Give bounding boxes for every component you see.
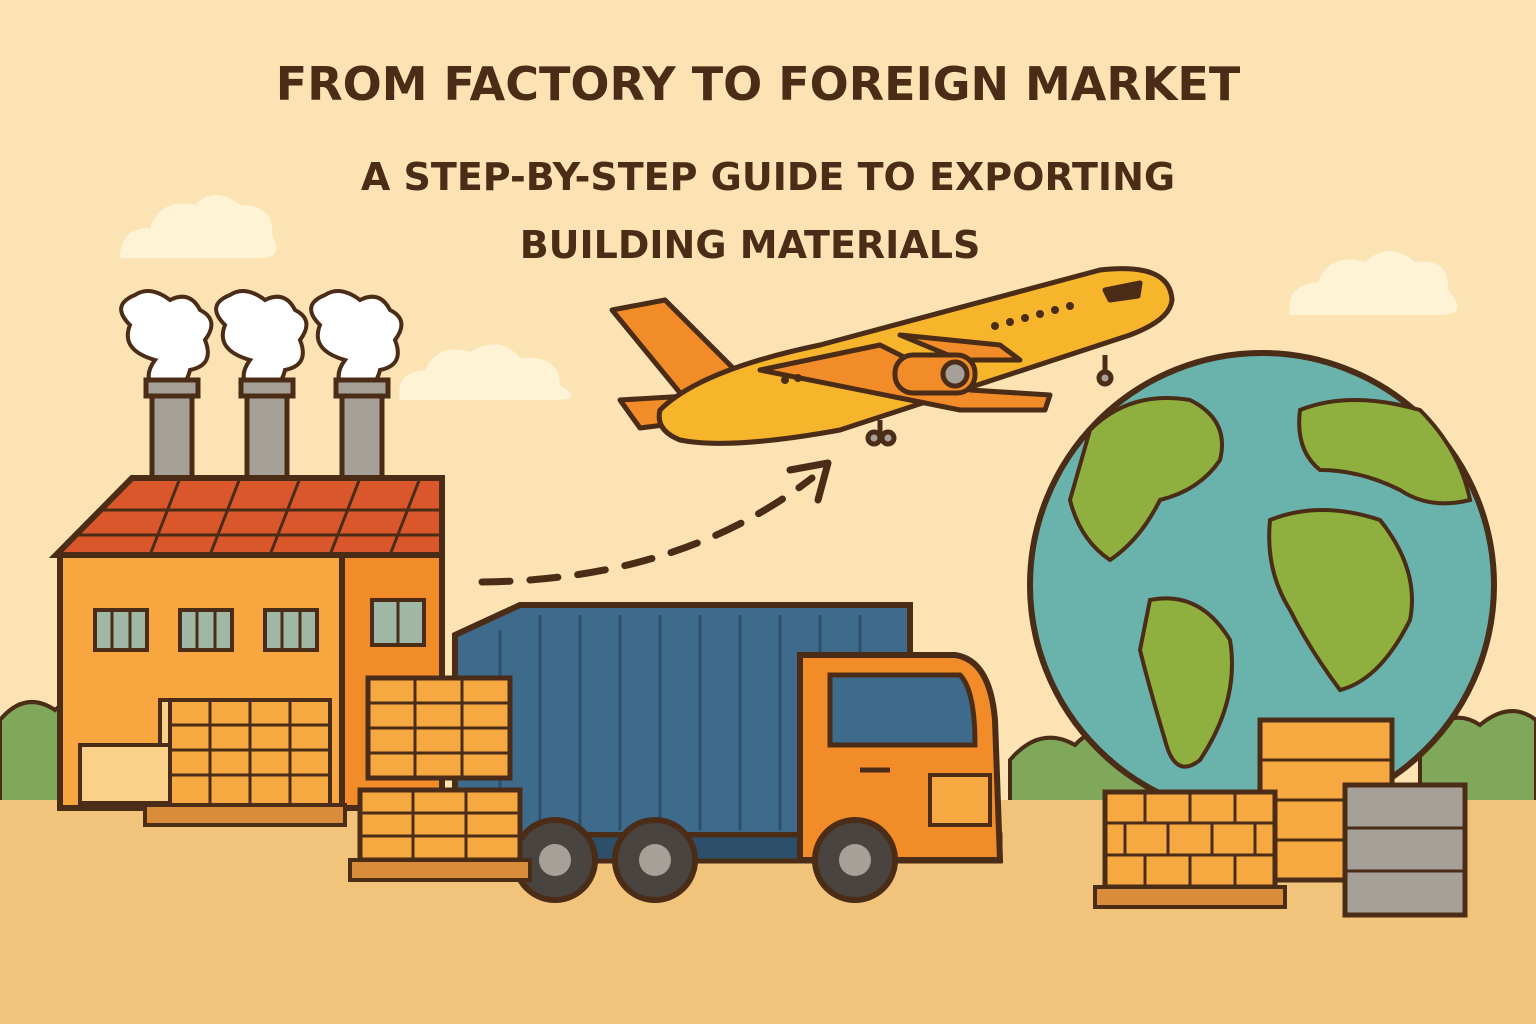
smoke-icon <box>119 289 404 398</box>
cloud-icon <box>120 195 277 258</box>
page-title: FROM FACTORY TO FOREIGN MARKET <box>276 57 1241 111</box>
pallet-icon <box>1093 717 1468 918</box>
globe-icon <box>1027 350 1497 820</box>
page-subtitle-line2: BUILDING MATERIALS <box>520 223 981 267</box>
airplane-windows <box>781 302 1074 384</box>
truck-icon <box>452 602 1004 903</box>
pallet-icon <box>78 698 347 827</box>
cloud-icon <box>1289 251 1458 315</box>
airplane-icon <box>609 266 1175 447</box>
pallet-icon <box>348 675 532 882</box>
cloud-icon <box>399 344 572 400</box>
page-subtitle-line1: A STEP-BY-STEP GUIDE TO EXPORTING <box>361 155 1175 199</box>
dashed-arrow-icon <box>478 459 832 586</box>
